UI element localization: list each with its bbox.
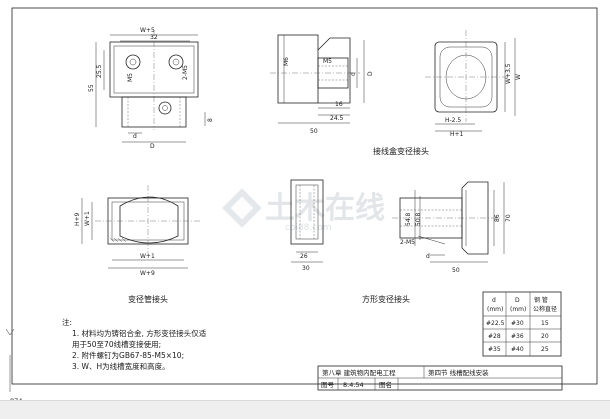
title-block-chapter: 第八章 建筑物内配电工程 xyxy=(322,368,396,377)
view-2-label-m6: M6 xyxy=(283,57,290,66)
note-line-3: 2. 附件螺钉为GB67-85-M5×10; xyxy=(72,350,184,360)
table-row-2-pipe: 20 xyxy=(541,333,549,340)
table-row-1-D: #30 xyxy=(511,320,524,327)
view-5-dim-26: 26 xyxy=(300,253,308,260)
view-2-dim-50: 50 xyxy=(310,128,318,135)
table-header-d-unit: (mm) xyxy=(487,306,503,313)
notes-heading: 注: xyxy=(62,317,72,327)
view-1-dim-D: D xyxy=(150,143,155,150)
view-4-drawing xyxy=(81,185,200,269)
title-block-name-label: 图名 xyxy=(379,380,392,389)
view-5-drawing xyxy=(290,179,324,263)
viewer-bottom-bar xyxy=(0,400,610,419)
view-1-dim-32: 32 xyxy=(150,34,158,41)
caption-square-reducer: 方形变径接头 xyxy=(362,294,410,304)
view-1-dim-2-m5: 2-M5 xyxy=(182,65,189,80)
view-6-dim-50: 50 xyxy=(452,267,460,274)
table-row-3-pipe: 25 xyxy=(541,346,549,353)
view-6-dim-50-8: 50.8 xyxy=(415,212,422,226)
view-6-dim-86: 86 xyxy=(494,214,501,222)
title-block xyxy=(317,365,563,391)
view-2-dim-d: d xyxy=(350,72,357,76)
view-4-dim-h-9: H+9 xyxy=(74,212,81,226)
view-1-dim-55: 55 xyxy=(88,84,95,92)
view-6-dim-d: d xyxy=(426,253,430,260)
title-block-fig-label: 图号 xyxy=(321,381,335,389)
view-2-drawing xyxy=(270,34,365,124)
view-2-dim-24-5: 24.5 xyxy=(330,115,344,122)
table-header-pipe-sub: 公称直径 xyxy=(533,305,557,313)
view-2-label-m5: M5 xyxy=(323,58,332,65)
view-1-dim-width: W+5 xyxy=(140,27,155,34)
title-block-section: 第四节 线槽配线安装 xyxy=(428,368,489,377)
watermark-subtext: coi88.com xyxy=(285,223,332,233)
watermark-logo-icon xyxy=(222,188,262,228)
view-3-dim-h-1: H+1 xyxy=(450,131,464,138)
view-2-dim-D: D xyxy=(367,71,374,76)
view-3-dim-w: W xyxy=(515,74,522,80)
view-4-dim-w-1: W+1 xyxy=(140,253,155,260)
table-header-D: D xyxy=(515,297,520,304)
view-3-drawing xyxy=(425,30,516,132)
table-row-2-D: #36 xyxy=(511,333,524,340)
caption-junction-box: 接线盒变径接头 xyxy=(373,146,429,156)
view-1-label-m5: M5 xyxy=(127,73,134,82)
watermark-text: 土木在线 xyxy=(265,191,385,226)
view-4-dim-w-9: W+9 xyxy=(140,270,155,277)
view-5-dim-30: 30 xyxy=(302,265,310,272)
drawing-frame xyxy=(11,7,598,385)
note-line-1: 1. 材料均为铸铝合金, 方形变径接头仅适 xyxy=(72,328,207,338)
watermark: 土木在线 coi88.com xyxy=(222,188,385,233)
view-1-dim-d: d xyxy=(133,133,137,140)
view-1-drawing xyxy=(95,30,206,143)
table-header-D-unit: (mm) xyxy=(510,306,526,313)
view-6-dim-70: 70 xyxy=(505,214,512,222)
view-4-dim-w-1-left: W+1 xyxy=(84,211,91,226)
table-header-pipe: 钢 管 xyxy=(534,296,548,304)
view-3-dim-h-2-5: H-2.5 xyxy=(445,117,461,124)
note-line-4: 3. W、H为线槽宽度和高度。 xyxy=(72,361,170,371)
table-row-3-d: #35 xyxy=(488,346,501,353)
table-row-1-pipe: 15 xyxy=(541,320,549,327)
view-6-dim-54-8: 54.8 xyxy=(405,212,412,226)
view-6-drawing xyxy=(392,181,505,263)
table-row-3-D: #40 xyxy=(511,346,524,353)
view-1-dim-25-5: 25.5 xyxy=(96,64,103,78)
margin-arrow-icon xyxy=(5,328,15,336)
view-3-dim-w-3-5: W+3.5 xyxy=(505,63,512,84)
caption-reducer: 变径管接头 xyxy=(128,294,168,304)
view-2-dim-16: 16 xyxy=(335,101,343,108)
title-block-fig-no: 8.4.54 xyxy=(343,381,364,389)
view-6-label-2-m5: 2-M5 xyxy=(400,239,415,246)
view-1-dim-8: 8 xyxy=(207,118,214,122)
size-table xyxy=(482,291,562,357)
note-line-2: 用于50至70线槽变接使用; xyxy=(72,339,161,349)
table-row-2-d: #28 xyxy=(488,333,501,340)
table-header-d: d xyxy=(492,297,496,304)
table-row-1-d: #22.5 xyxy=(486,320,505,327)
